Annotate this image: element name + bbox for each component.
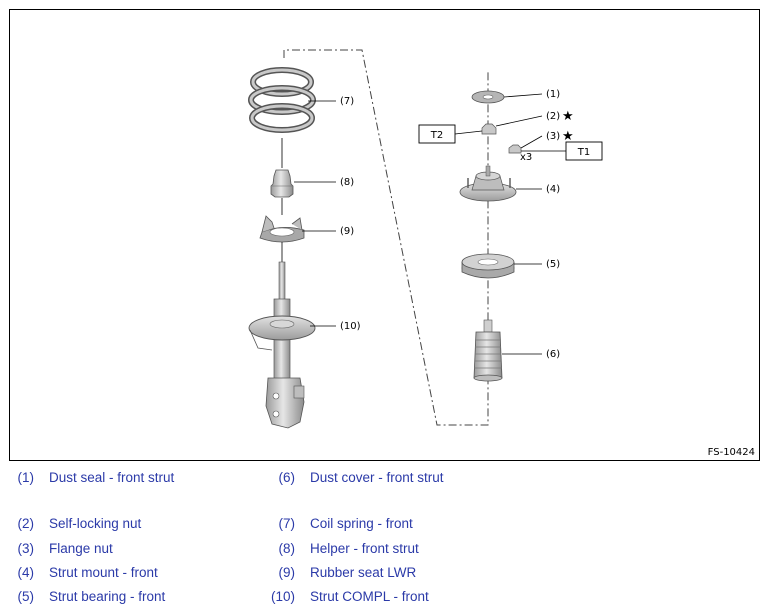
legend-text: Coil spring - front xyxy=(310,516,413,531)
torque-leader-t2 xyxy=(454,130,483,135)
legend-number: (5) xyxy=(17,589,35,604)
legend-text: Dust cover - front strut xyxy=(310,470,444,485)
legend-item: (9) Rubber seat LWR xyxy=(261,565,417,585)
legend-number: (4) xyxy=(17,565,35,580)
callout-2: (2) xyxy=(546,111,560,122)
legend-item: (7) Coil spring - front xyxy=(261,516,413,536)
leader-line-2 xyxy=(495,115,543,127)
legend-text: Dust seal - front strut xyxy=(49,470,175,485)
star-icon: ★ xyxy=(562,109,574,124)
legend-item: (5) Strut bearing - front xyxy=(0,589,166,609)
callout-10: (10) xyxy=(340,321,361,332)
callout-1: (1) xyxy=(546,89,560,100)
strut-bearing xyxy=(461,253,515,279)
legend-number: (10) xyxy=(270,589,295,604)
callout-8: (8) xyxy=(340,177,354,188)
legend-item: (4) Strut mount - front xyxy=(0,565,158,585)
helper xyxy=(270,169,294,198)
legend-item: (1) Dust seal - front strut xyxy=(0,470,175,490)
legend-item: (10) Strut COMPL - front xyxy=(261,589,429,609)
parts-legend: (1) Dust seal - front strut (2) Self-locki… xyxy=(0,462,770,615)
legend-number: (8) xyxy=(278,541,296,556)
strut-mount xyxy=(459,165,517,202)
figure-code: FS-10424 xyxy=(707,447,755,458)
legend-text: Strut COMPL - front xyxy=(310,589,429,604)
dust-cover xyxy=(473,319,503,382)
legend-text: Strut bearing - front xyxy=(49,589,166,604)
star-icon: ★ xyxy=(562,129,574,144)
legend-text: Rubber seat LWR xyxy=(310,565,417,580)
diagram-canvas: (7) (8) (9) (10) xyxy=(248,49,603,429)
legend-text: Helper - front strut xyxy=(310,541,419,556)
callout-7: (7) xyxy=(340,96,354,107)
callout-4: (4) xyxy=(546,184,560,195)
callout-6: (6) xyxy=(546,349,560,360)
legend-number: (2) xyxy=(17,516,35,531)
torque-label-t2: T2 xyxy=(430,130,443,141)
self-locking-nut xyxy=(481,123,497,135)
legend-text: Strut mount - front xyxy=(49,565,158,580)
legend-number: (9) xyxy=(278,565,296,580)
exploded-outline xyxy=(283,49,489,426)
legend-number: (7) xyxy=(278,516,296,531)
quantity-label: x3 xyxy=(520,152,532,163)
legend-text: Self-locking nut xyxy=(49,516,142,531)
legend-item: (2) Self-locking nut xyxy=(0,516,142,536)
leader-line-1 xyxy=(503,93,543,98)
legend-number: (1) xyxy=(17,470,35,485)
legend-number: (3) xyxy=(17,541,35,556)
exploded-diagram: (7) (8) (9) (10) xyxy=(9,9,760,461)
legend-item: (3) Flange nut xyxy=(0,541,113,561)
callout-5: (5) xyxy=(546,259,560,270)
leader-line-3 xyxy=(520,135,543,149)
callout-9: (9) xyxy=(340,226,354,237)
coil-spring xyxy=(248,67,316,133)
callout-3: (3) xyxy=(546,131,560,142)
legend-number: (6) xyxy=(278,470,296,485)
dust-seal xyxy=(471,90,505,104)
torque-label-t1: T1 xyxy=(577,147,590,158)
legend-item: (6) Dust cover - front strut xyxy=(261,470,444,490)
strut-assembly xyxy=(248,261,316,429)
legend-item: (8) Helper - front strut xyxy=(261,541,419,561)
legend-text: Flange nut xyxy=(49,541,113,556)
rubber-seat xyxy=(259,215,305,243)
